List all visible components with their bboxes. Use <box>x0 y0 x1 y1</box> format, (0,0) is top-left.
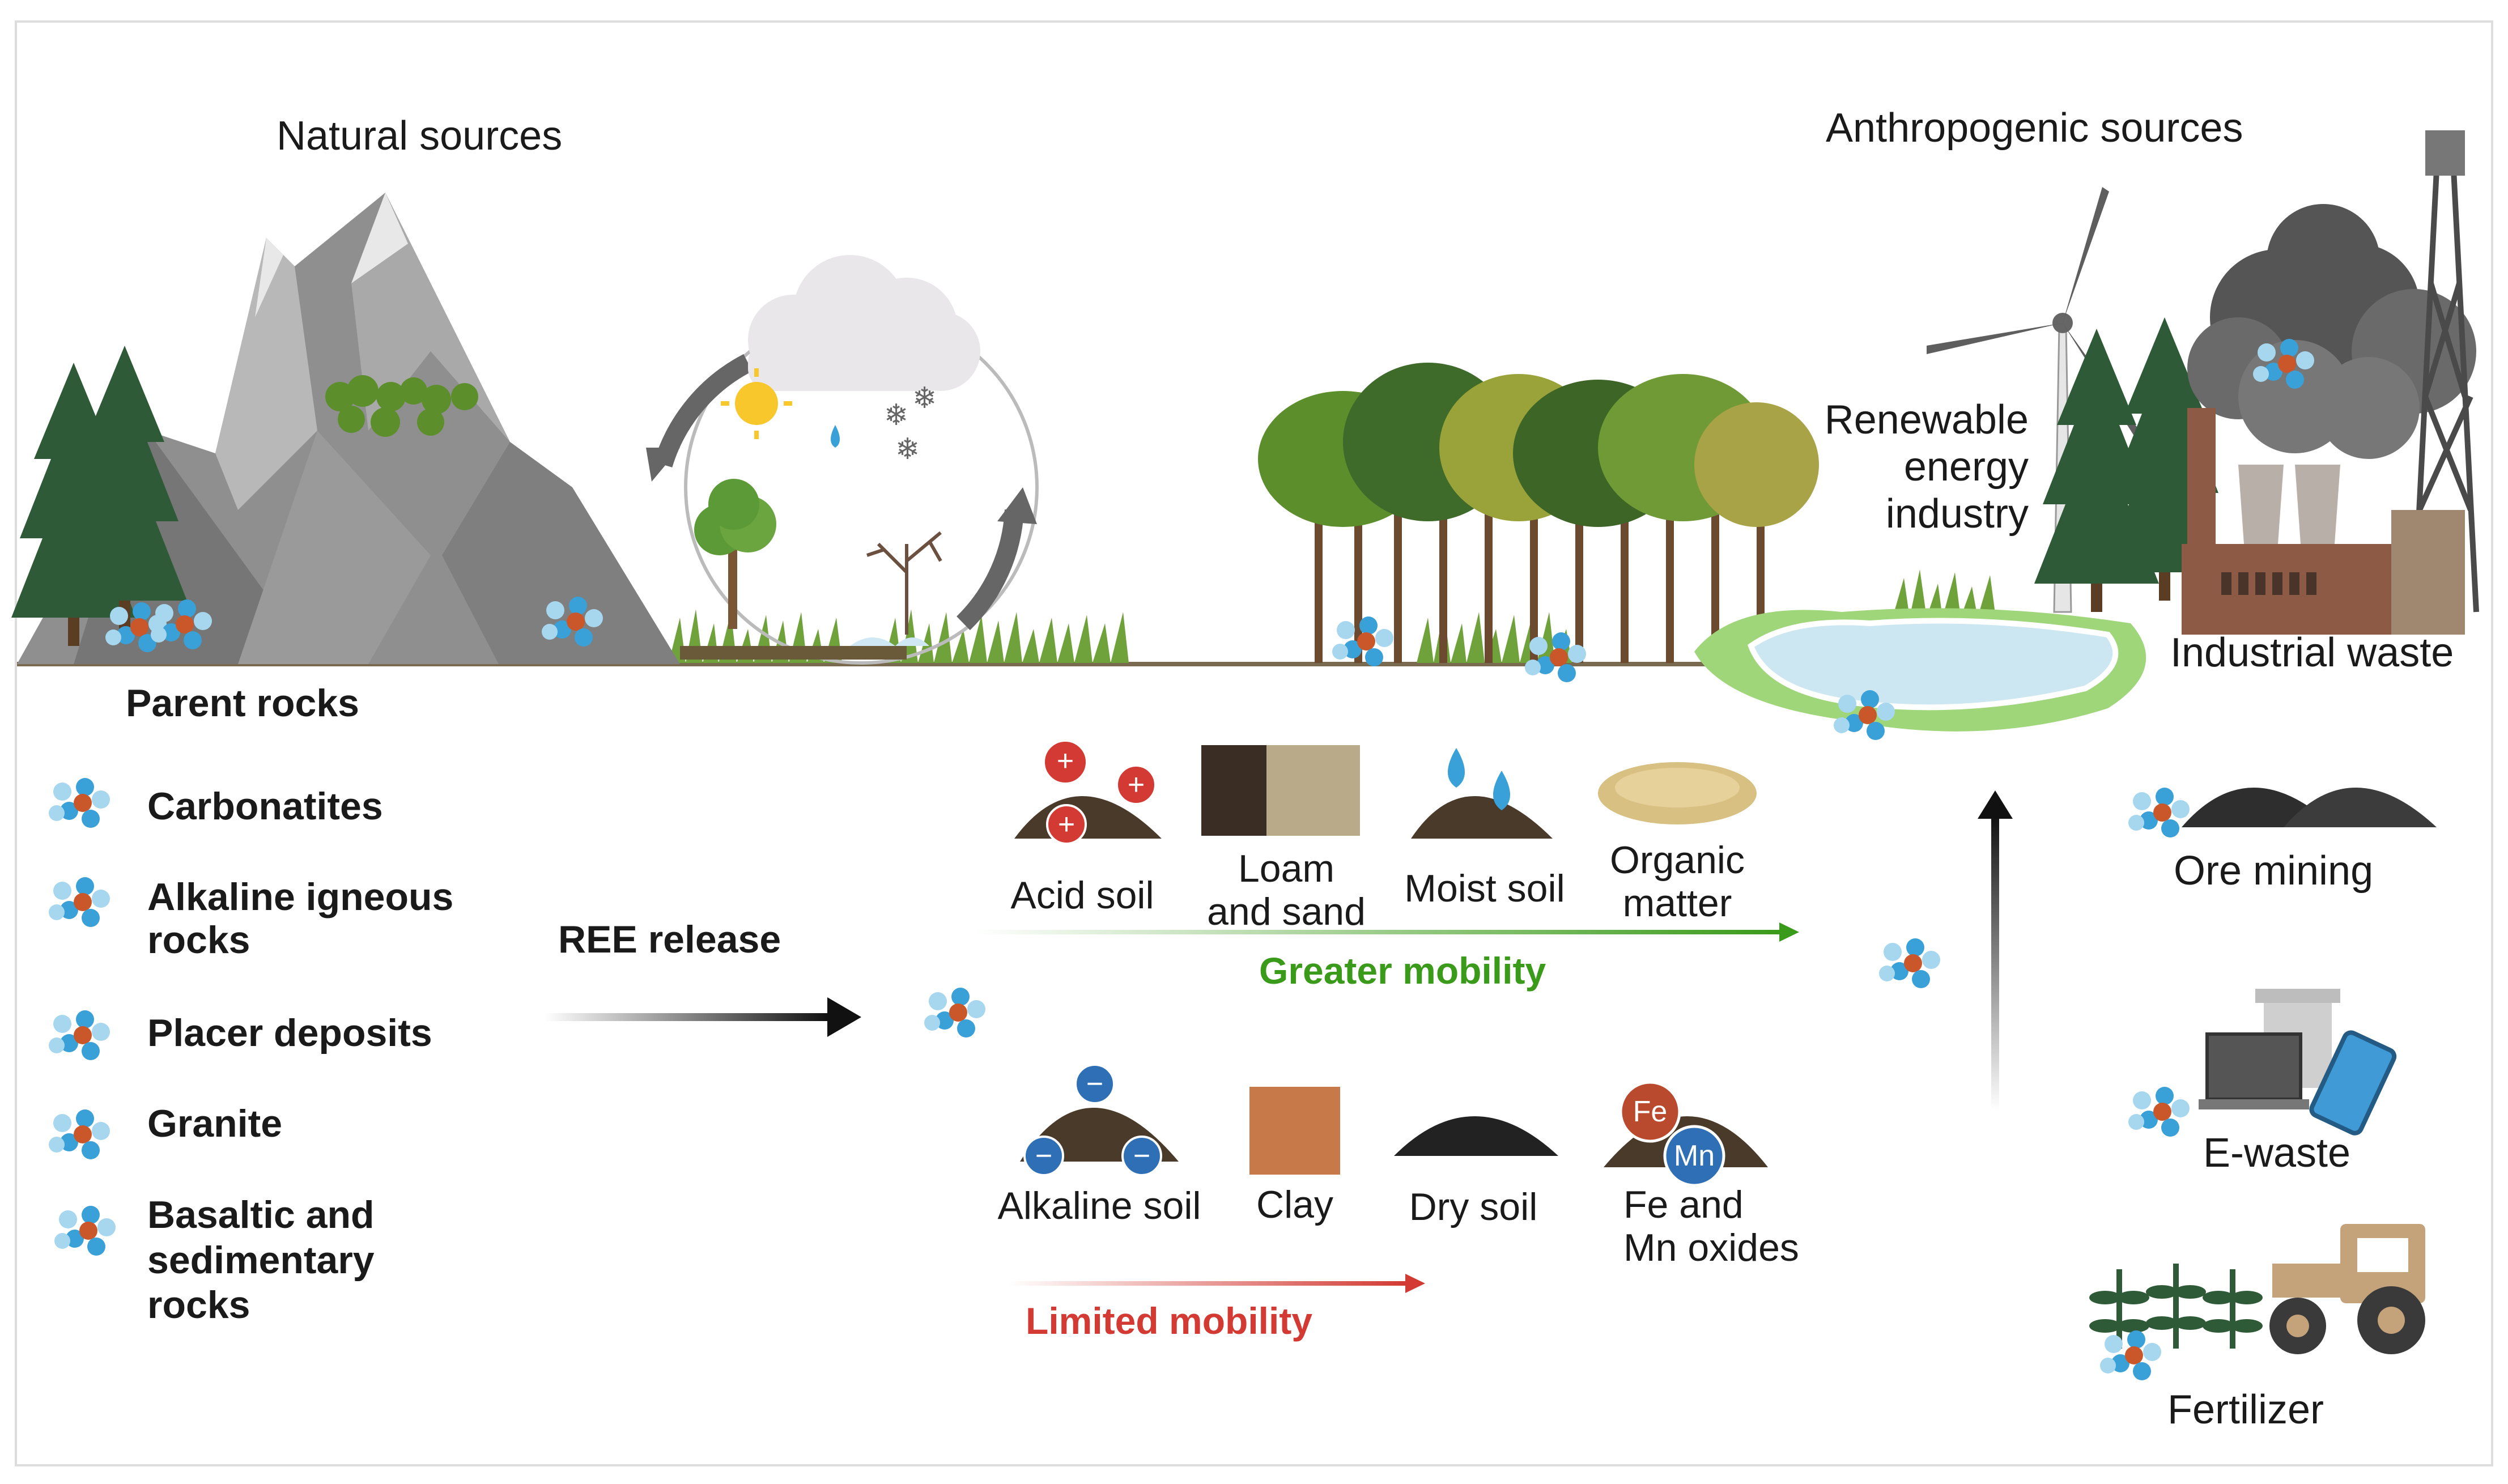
greater-mobility-arrow <box>975 930 1779 934</box>
ewaste-label: E-waste <box>2203 1130 2351 1176</box>
soil-dry: Dry soil <box>1409 1185 1538 1228</box>
limited-mobility-arrow <box>1009 1281 1405 1286</box>
greater-mobility-soils <box>1014 739 1757 845</box>
fertilizer-illustration <box>2089 1224 2425 1354</box>
limited-mobility-label: Limited mobility <box>1026 1300 1313 1342</box>
minus-ion-3: − <box>1133 1139 1151 1172</box>
parent-rocks-title: Parent rocks <box>126 682 359 725</box>
soil-acid: Acid soil <box>1010 874 1154 917</box>
factory-illustration <box>2182 130 2479 635</box>
ewaste-illustration <box>2199 989 2397 1136</box>
rock-item-placer: Placer deposits <box>147 1011 432 1054</box>
ree-release-label: REE release <box>558 918 781 961</box>
industrial-waste-label: Industrial waste <box>2170 630 2454 675</box>
ree-release-arrow <box>544 1013 827 1021</box>
soil-fe-mn-oxides: Fe and Mn oxides <box>1623 1183 1799 1270</box>
soil-alkaline: Alkaline soil <box>997 1184 1201 1227</box>
soil-moist: Moist soil <box>1404 867 1565 910</box>
minus-ion-2: − <box>1035 1139 1053 1172</box>
natural-sources-heading: Natural sources <box>277 113 563 159</box>
rock-item-granite: Granite <box>147 1102 283 1145</box>
plus-ion-1: + <box>1056 745 1074 777</box>
rock-item-basaltic: Basaltic and sedimentary rocks <box>147 1193 375 1327</box>
lake-illustration <box>1694 608 2146 732</box>
mn-ion-label: Mn <box>1673 1139 1715 1172</box>
soil-organic: Organic matter <box>1609 839 1745 925</box>
parent-rock-icons <box>49 778 116 1256</box>
svg-text:❄: ❄ <box>884 398 909 432</box>
ore-mining-illustration <box>2182 788 2437 827</box>
minus-ion-1: − <box>1086 1068 1104 1100</box>
ore-mining-label: Ore mining <box>2174 848 2374 894</box>
anthropogenic-sources-heading: Anthropogenic sources <box>1826 105 2243 151</box>
svg-text:❄: ❄ <box>895 432 920 466</box>
rock-item-alkaline-igneous: Alkaline igneous rocks <box>147 875 454 962</box>
soil-clay: Clay <box>1256 1183 1334 1226</box>
forest-illustration <box>1258 363 1819 663</box>
water-cycle-illustration: ❄ ❄ ❄ <box>646 255 1039 665</box>
rock-item-carbonatites: Carbonatites <box>147 785 383 828</box>
plus-ion-2: + <box>1127 768 1145 801</box>
svg-text:❄: ❄ <box>912 381 937 415</box>
upward-arrow <box>1991 816 1999 1111</box>
fe-ion-label: Fe <box>1633 1095 1668 1128</box>
limited-mobility-soils <box>1020 1064 1768 1187</box>
greater-mobility-label: Greater mobility <box>1259 950 1546 992</box>
fertilizer-label: Fertilizer <box>2167 1387 2324 1432</box>
renewable-energy-label: Renewable energy industry <box>1824 397 2029 537</box>
soil-loam-sand: Loam and sand <box>1207 847 1366 934</box>
plus-ion-3: + <box>1057 808 1076 841</box>
